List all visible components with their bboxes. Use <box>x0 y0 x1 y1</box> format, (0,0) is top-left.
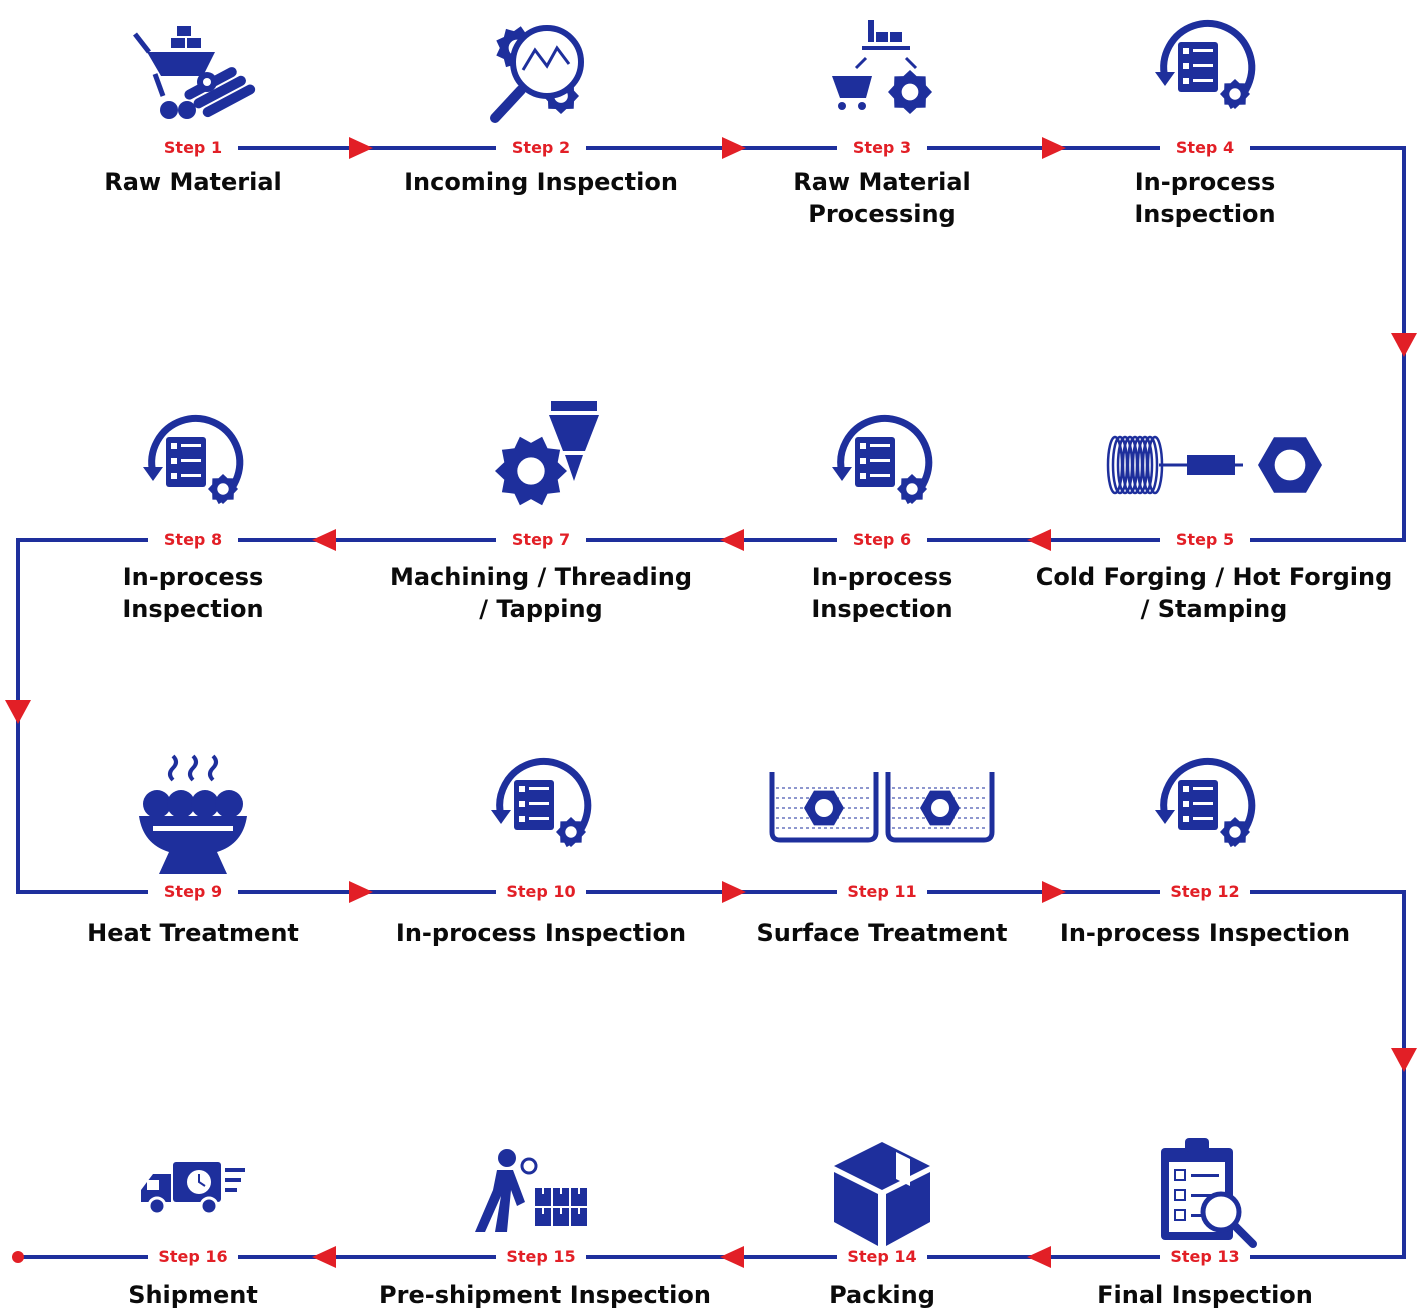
gear-magnifier-icon <box>490 25 584 123</box>
end-dot <box>12 1251 24 1263</box>
wheelbarrow-icon <box>133 26 256 119</box>
step-title: Cold Forging / Hot Forging / Stamping <box>1024 561 1404 625</box>
step-title-line: Inspection <box>122 595 264 623</box>
step-title-line: Machining / Threading <box>389 563 693 591</box>
step-number-label: Step 9 <box>148 882 238 902</box>
step-title-line: Raw Material <box>793 168 971 196</box>
process-checklist-icon <box>491 758 592 848</box>
step-title-line: / Stamping <box>1140 595 1288 623</box>
step-number-label: Step 11 <box>837 882 927 902</box>
arrow-right <box>349 881 373 903</box>
arrow-down <box>1391 333 1417 357</box>
step-title-line: Shipment <box>128 1281 258 1309</box>
arrow-left <box>720 1246 744 1268</box>
step-number-label: Step 7 <box>496 530 586 550</box>
step-title-line: In-process <box>811 563 953 591</box>
step-number-label: Step 15 <box>496 1247 586 1267</box>
arrow-right <box>722 881 746 903</box>
step-title: Shipment <box>3 1279 383 1311</box>
arrow-left <box>1027 1246 1051 1268</box>
step-title-line: Inspection <box>1134 200 1276 228</box>
coil-to-nut-icon <box>1106 435 1322 495</box>
step-number-label: Step 14 <box>837 1247 927 1267</box>
step-title-line: Packing <box>829 1281 935 1309</box>
step-number-label: Step 12 <box>1160 882 1250 902</box>
arrow-down <box>1391 1048 1417 1072</box>
arrow-left <box>312 1246 336 1268</box>
arrow-right <box>722 137 746 159</box>
step-title-line: In-process Inspection <box>395 919 687 947</box>
step-title-line: In-process Inspection <box>1059 919 1351 947</box>
process-checklist-icon <box>143 415 244 505</box>
step-number-label: Step 2 <box>496 138 586 158</box>
step-title-line: Final Inspection <box>1097 1281 1313 1309</box>
step-title-line: In-process <box>122 563 264 591</box>
process-checklist-icon <box>1155 20 1256 110</box>
arrow-left <box>1027 529 1051 551</box>
step-title: Raw Material <box>3 166 383 198</box>
step-number-label: Step 13 <box>1160 1247 1250 1267</box>
factory-cart-gear-icon <box>832 20 932 114</box>
step-title: Heat Treatment <box>3 917 383 949</box>
step-title-line: Pre-shipment Inspection <box>379 1281 711 1309</box>
step-title-line: Cold Forging / Hot Forging <box>1035 563 1393 591</box>
step-number-label: Step 8 <box>148 530 238 550</box>
arrow-left <box>720 529 744 551</box>
step-title-line: Processing <box>808 200 956 228</box>
connector-path <box>16 146 1406 1259</box>
step-number-label: Step 10 <box>496 882 586 902</box>
arrow-right <box>1042 137 1066 159</box>
step-title-line: In-process <box>1134 168 1276 196</box>
step-title: Final Inspection <box>1015 1279 1395 1311</box>
arrow-down <box>5 700 31 724</box>
step-number-label: Step 6 <box>837 530 927 550</box>
clipboard-magnifier-icon <box>1161 1138 1257 1248</box>
step-title: Packing <box>692 1279 1072 1311</box>
step-number-label: Step 3 <box>837 138 927 158</box>
step-title-line: Inspection <box>811 595 953 623</box>
step-number-label: Step 16 <box>148 1247 238 1267</box>
step-number-label: Step 1 <box>148 138 238 158</box>
step-title: In-process Inspection <box>1015 917 1395 949</box>
step-number-label: Step 5 <box>1160 530 1250 550</box>
process-checklist-icon <box>1155 758 1256 848</box>
step-title-line: Surface Treatment <box>756 919 1008 947</box>
step-title-line: Incoming Inspection <box>404 168 678 196</box>
arrow-right <box>349 137 373 159</box>
step-title: Incoming Inspection <box>351 166 731 198</box>
box-icon <box>834 1142 930 1246</box>
step-title-line: Raw Material <box>104 168 282 196</box>
step-number-label: Step 4 <box>1160 138 1250 158</box>
step-title: Surface Treatment <box>692 917 1072 949</box>
process-checklist-icon <box>832 415 933 505</box>
arrow-right <box>1042 881 1066 903</box>
step-title: Pre-shipment Inspection <box>355 1279 735 1311</box>
plating-tank-icon <box>769 772 995 843</box>
gear-drill-icon <box>495 401 599 506</box>
step-title-line: / Tapping <box>479 595 603 623</box>
step-title: Machining / Threading / Tapping <box>351 561 731 625</box>
heat-bowl-icon <box>139 754 247 874</box>
arrow-left <box>312 529 336 551</box>
inspector-boxes-icon <box>475 1149 587 1232</box>
step-title: In-process Inspection <box>351 917 731 949</box>
delivery-truck-icon <box>141 1162 245 1216</box>
step-title-line: Heat Treatment <box>87 919 299 947</box>
